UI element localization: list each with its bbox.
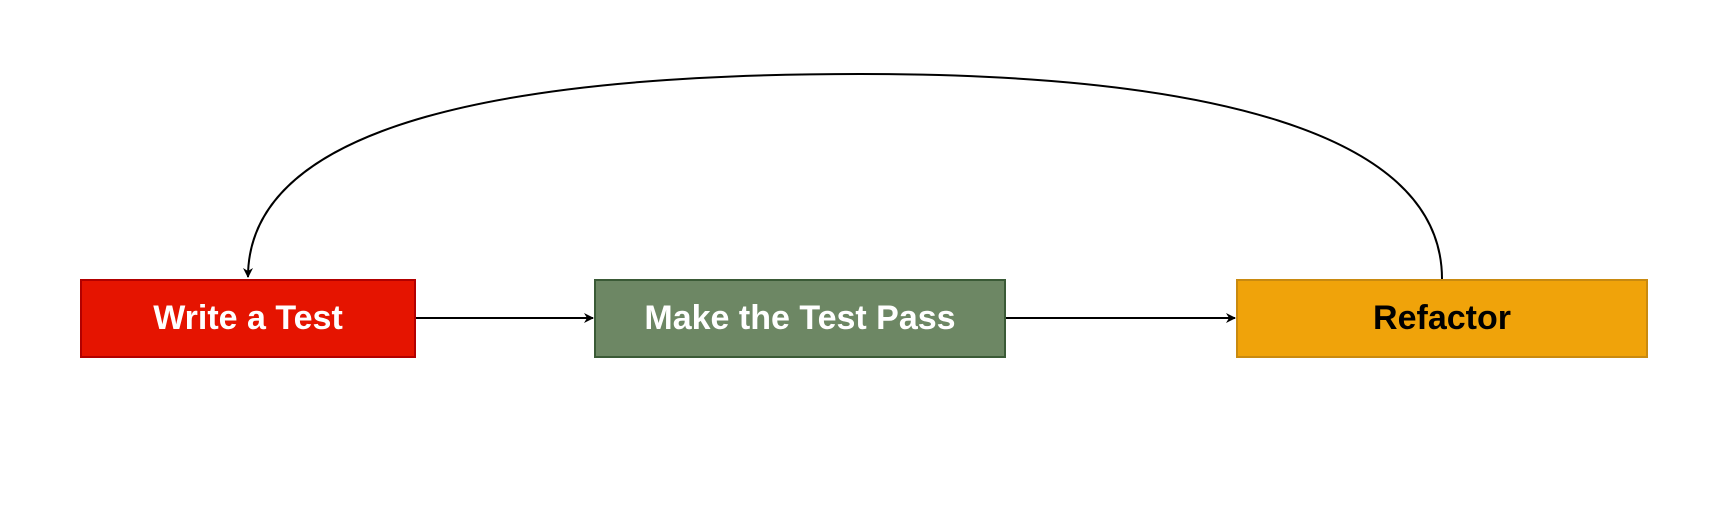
edge-refactor-to-write xyxy=(243,72,1443,280)
node-label-make-the-test-pass: Make the Test Pass xyxy=(644,299,956,337)
node-make-the-test-pass: Make the Test Pass xyxy=(594,279,1006,358)
node-label-write-a-test: Write a Test xyxy=(153,299,343,337)
node-refactor: Refactor xyxy=(1236,279,1648,358)
node-label-refactor: Refactor xyxy=(1373,299,1511,337)
node-write-a-test: Write a Test xyxy=(80,279,416,358)
